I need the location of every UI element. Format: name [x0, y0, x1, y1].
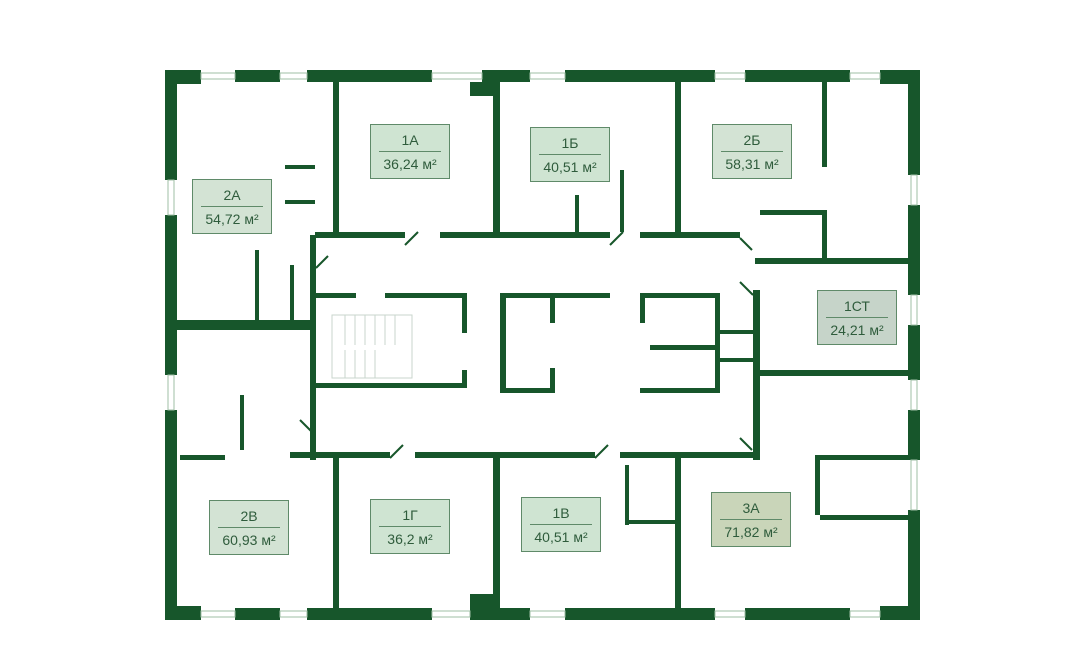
room-area: 54,72 м²	[205, 211, 259, 227]
room-label-2a[interactable]: 2А 54,72 м²	[192, 179, 272, 234]
room-name: 1А	[401, 132, 419, 148]
room-name: 1Г	[402, 507, 418, 523]
room-label-1v[interactable]: 1В 40,51 м²	[521, 497, 601, 552]
divider	[379, 151, 441, 152]
interior-walls	[177, 80, 908, 608]
divider	[201, 206, 263, 207]
room-name: 2А	[223, 187, 241, 203]
room-label-1a[interactable]: 1А 36,24 м²	[370, 124, 450, 179]
room-area: 24,21 м²	[830, 322, 884, 338]
divider	[721, 151, 783, 152]
room-area: 60,93 м²	[222, 532, 276, 548]
room-name: 1СТ	[844, 298, 870, 314]
outer-walls	[165, 70, 920, 620]
room-area: 36,2 м²	[387, 531, 433, 547]
room-name: 2В	[240, 508, 258, 524]
room-name: 1В	[552, 505, 570, 521]
room-area: 40,51 м²	[543, 159, 597, 175]
room-label-1ct[interactable]: 1СТ 24,21 м²	[817, 290, 897, 345]
room-label-2b[interactable]: 2Б 58,31 м²	[712, 124, 792, 179]
room-area: 58,31 м²	[725, 156, 779, 172]
room-label-1b[interactable]: 1Б 40,51 м²	[530, 127, 610, 182]
room-name: 1Б	[561, 135, 579, 151]
room-area: 36,24 м²	[383, 156, 437, 172]
room-name: 2Б	[743, 132, 761, 148]
divider	[379, 526, 441, 527]
room-label-1g[interactable]: 1Г 36,2 м²	[370, 499, 450, 554]
divider	[826, 317, 888, 318]
room-label-3a[interactable]: 3А 71,82 м²	[711, 492, 791, 547]
room-area: 40,51 м²	[534, 529, 588, 545]
divider	[720, 519, 782, 520]
doors	[299, 231, 754, 459]
divider	[218, 527, 280, 528]
room-label-2v[interactable]: 2В 60,93 м²	[209, 500, 289, 555]
divider	[539, 154, 601, 155]
room-area: 71,82 м²	[724, 524, 778, 540]
room-name: 3А	[742, 500, 760, 516]
divider	[530, 524, 592, 525]
central-core	[316, 293, 755, 393]
